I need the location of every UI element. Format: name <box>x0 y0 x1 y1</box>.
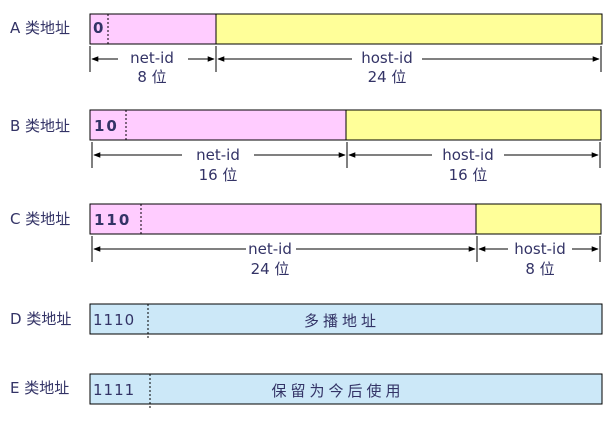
class-a-net-bits: 8 位 <box>137 68 166 86</box>
class-a-net-id-label: net-id <box>130 49 174 67</box>
class-c-net-id-label: net-id <box>248 240 292 258</box>
class-e-field <box>89 373 603 405</box>
class-d-row: D 类地址 1110 多播地址 <box>10 303 603 338</box>
class-a-row: A 类地址 0 net-id 8 位 host-id 24 位 <box>10 13 603 86</box>
class-b-label: B 类地址 <box>10 117 70 135</box>
class-e-row: E 类地址 1111 保留为今后使用 <box>10 373 603 408</box>
class-b-host-id-label: host-id <box>442 146 493 164</box>
class-b-host-field <box>345 109 602 141</box>
class-a-host-field <box>215 13 603 45</box>
class-c-label: C 类地址 <box>10 210 70 228</box>
class-b-net-field <box>89 109 347 141</box>
class-c-row: C 类地址 110 net-id 24 位 host-id 8 位 <box>10 203 602 278</box>
class-c-prefix: 110 <box>94 211 131 229</box>
class-e-prefix: 1111 <box>93 381 135 399</box>
class-c-host-field <box>475 203 602 235</box>
class-a-net-field <box>89 13 217 45</box>
class-b-net-id-label: net-id <box>196 146 240 164</box>
class-b-host-bits: 16 位 <box>449 166 488 184</box>
class-e-field-text: 保留为今后使用 <box>271 382 404 400</box>
class-a-prefix: 0 <box>93 19 105 37</box>
class-c-net-field <box>89 203 477 235</box>
class-a-label: A 类地址 <box>10 19 70 37</box>
class-d-field <box>89 303 603 335</box>
class-e-label: E 类地址 <box>10 379 69 397</box>
class-d-field-text: 多播地址 <box>304 312 380 330</box>
class-a-host-id-label: host-id <box>361 49 412 67</box>
class-b-row: B 类地址 10 net-id 16 位 host-id 16 位 <box>10 109 602 184</box>
class-c-net-bits: 24 位 <box>251 260 290 278</box>
class-c-host-id-label: host-id <box>514 240 565 258</box>
class-d-label: D 类地址 <box>10 310 71 328</box>
class-b-prefix: 10 <box>94 117 119 135</box>
class-a-host-bits: 24 位 <box>368 68 407 86</box>
class-b-net-bits: 16 位 <box>199 166 238 184</box>
class-d-prefix: 1110 <box>93 311 135 329</box>
class-c-host-bits: 8 位 <box>525 260 554 278</box>
